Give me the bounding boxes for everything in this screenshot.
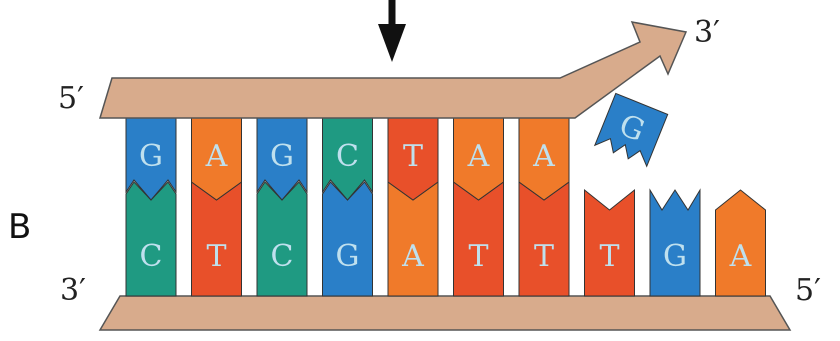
top-strand-base-letter: A (467, 139, 490, 174)
top-strand-nucleotide: A (518, 117, 570, 201)
unpaired-nucleotide: A (715, 189, 766, 297)
bottom-backbone (98, 295, 792, 331)
top-strand-nucleotide-shape (322, 117, 373, 201)
bottom-strand-base-letter: G (336, 239, 360, 274)
bottom-strand-nucleotide: C (125, 181, 177, 297)
bottom-strand-nucleotide: G (322, 181, 373, 297)
unpaired-nucleotide: G (649, 188, 701, 297)
top-strand-base-letter: A (532, 139, 555, 174)
top-strand-base-letter: A (205, 139, 228, 174)
bottom-strand-base-letter: C (140, 239, 163, 274)
unpaired-base-letter: T (599, 239, 619, 274)
unpaired-nucleotide-shape (649, 188, 701, 297)
top-strand-nucleotide: G (256, 117, 308, 201)
bottom-right-end-label: 5′ (795, 273, 821, 308)
bottom-strand-nucleotide: C (256, 181, 308, 297)
panel-label: B (8, 207, 31, 247)
top-strand-base-letter: G (270, 139, 294, 174)
top-left-end-label: 5′ (58, 81, 84, 116)
top-strand-nucleotide: A (453, 117, 504, 201)
bottom-strand-base-letter: A (401, 239, 424, 274)
bottom-strand-base-letter: T (206, 239, 226, 274)
bottom-strand-nucleotide: A (387, 181, 439, 297)
unpaired-base-letter: A (729, 239, 752, 274)
down-arrow-icon (378, 0, 406, 62)
top-strand-nucleotide: G (125, 117, 177, 201)
bottom-strand-nucleotide: T (453, 181, 504, 297)
unpaired-nucleotide-shape (715, 189, 766, 297)
top-strand-nucleotide-shape (125, 117, 177, 201)
bottom-strand-nucleotide-shape (322, 181, 373, 297)
top-strand-nucleotide: T (387, 117, 439, 201)
top-strand-base-letter: T (403, 139, 423, 174)
bottom-strand-nucleotide: T (518, 181, 570, 297)
top-strand-base-letter: G (139, 139, 163, 174)
top-strand-base-letter: C (336, 139, 359, 174)
unpaired-nucleotide-shape (584, 188, 635, 297)
incoming-nucleotide: G (593, 92, 669, 168)
bottom-strand-base-letter: T (534, 239, 554, 274)
top-strand-nucleotide: A (191, 117, 242, 201)
top-strand-nucleotide: C (322, 117, 373, 201)
unpaired-base-letter: G (663, 239, 687, 274)
unpaired-nucleotide: T (584, 188, 635, 297)
bottom-strand-nucleotide-shape (256, 181, 308, 297)
top-right-end-label: 3′ (694, 15, 720, 50)
bottom-left-end-label: 3′ (60, 273, 86, 308)
top-strand-nucleotide-shape (256, 117, 308, 201)
bottom-strand-base-letter: C (271, 239, 294, 274)
bottom-strand-nucleotide-shape (125, 181, 177, 297)
bottom-strand-base-letter: T (468, 239, 488, 274)
top-backbone-arrow (98, 21, 688, 119)
